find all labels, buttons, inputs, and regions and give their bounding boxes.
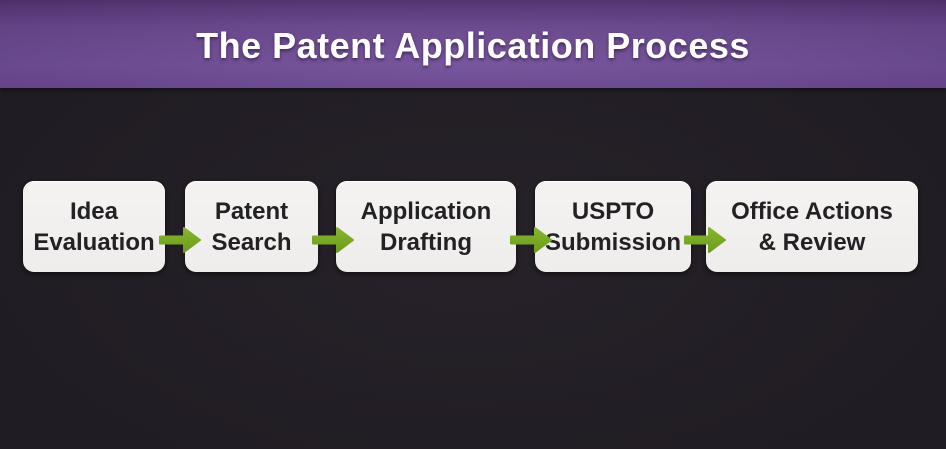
step-box-application-drafting: Application Drafting <box>336 181 516 272</box>
right-arrow-icon <box>684 227 726 253</box>
step-label: Application Drafting <box>360 197 492 256</box>
step-box-idea-evaluation: Idea Evaluation <box>23 181 165 272</box>
step-box-patent-search: Patent Search <box>185 181 318 272</box>
step-label: Idea Evaluation <box>33 197 155 256</box>
step-label: USPTO Submission <box>544 197 682 256</box>
right-arrow-icon <box>510 227 552 253</box>
title-banner: The Patent Application Process <box>0 0 946 88</box>
slide-title: The Patent Application Process <box>196 25 750 66</box>
step-label: Patent Search <box>211 197 292 256</box>
step-label: Office Actions & Review <box>731 197 893 256</box>
step-box-uspto-submission: USPTO Submission <box>535 181 691 272</box>
right-arrow-icon <box>312 227 354 253</box>
step-box-office-actions-review: Office Actions & Review <box>706 181 918 272</box>
right-arrow-icon <box>159 227 201 253</box>
